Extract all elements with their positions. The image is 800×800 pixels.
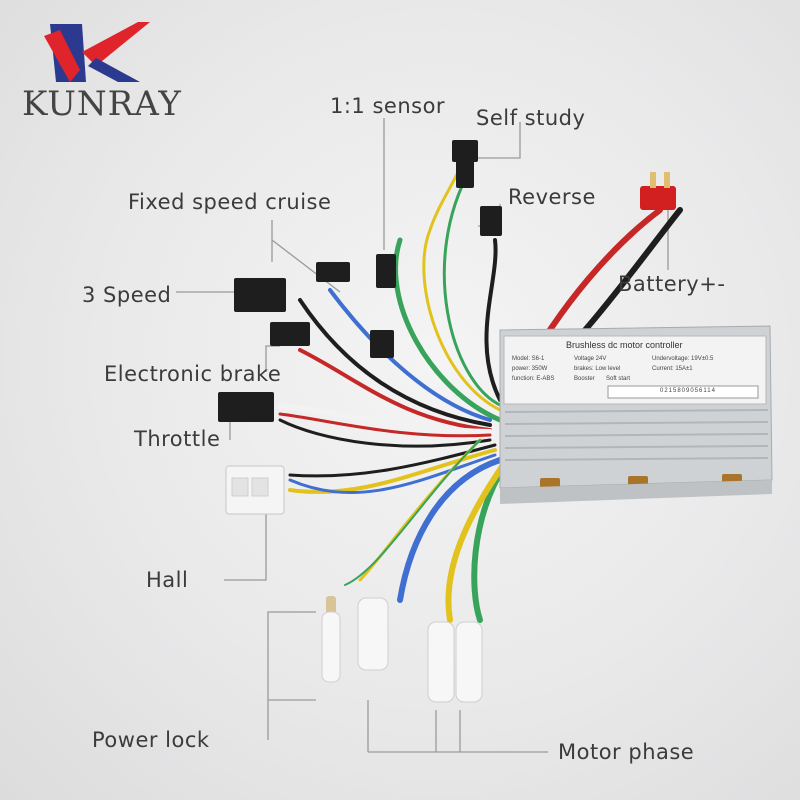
phase-blue-plug [357, 597, 389, 671]
spec-model: Model: S6-1 [512, 356, 545, 362]
spec-power: power: 350W [512, 366, 548, 372]
label-throttle: Throttle [134, 427, 221, 451]
label-fixed-speed-cruise: Fixed speed cruise [128, 190, 332, 214]
connectors [218, 140, 676, 703]
label-sensor: 1:1 sensor [330, 94, 446, 118]
power-lock-bullet [326, 596, 336, 614]
brake-connector [270, 322, 310, 346]
label-power-lock: Power lock [92, 728, 210, 752]
label-three-speed: 3 Speed [82, 283, 172, 307]
self-study-connector [452, 140, 478, 162]
spec-current: Current: 15A±1 [652, 366, 693, 372]
spec-function: function: E-ABS [512, 376, 555, 382]
label-hall: Hall [146, 568, 189, 592]
label-self-study: Self study [476, 106, 586, 130]
spec-soft-start: Soft start [606, 376, 631, 382]
brand-name: KUNRAY [22, 84, 182, 124]
label-reverse: Reverse [508, 185, 596, 209]
spec-voltage: Voltage 24V [574, 356, 607, 362]
phase-green-plug [455, 621, 483, 703]
spec-undervoltage: Undervoltage: 19V±0.5 [652, 356, 714, 362]
controller-title: Brushless dc motor controller [566, 340, 683, 350]
spec-brakes: brakes: Low level [574, 366, 621, 372]
three-speed-connector [234, 278, 286, 312]
controller-box [499, 325, 773, 504]
label-battery: Battery+- [618, 272, 726, 296]
reverse-connector [480, 206, 502, 236]
throttle-connector [218, 392, 274, 422]
label-motor-phase: Motor phase [558, 740, 695, 764]
label-electronic-brake: Electronic brake [104, 362, 282, 386]
phase-yellow-plug [427, 621, 455, 703]
battery-plug [640, 186, 676, 210]
spec-booster: Booster [574, 376, 595, 382]
cruise-connector [316, 262, 350, 282]
kunray-logo [44, 22, 150, 82]
barcode-number: 0215809056114 [660, 388, 716, 394]
sensor-connector [376, 254, 396, 288]
